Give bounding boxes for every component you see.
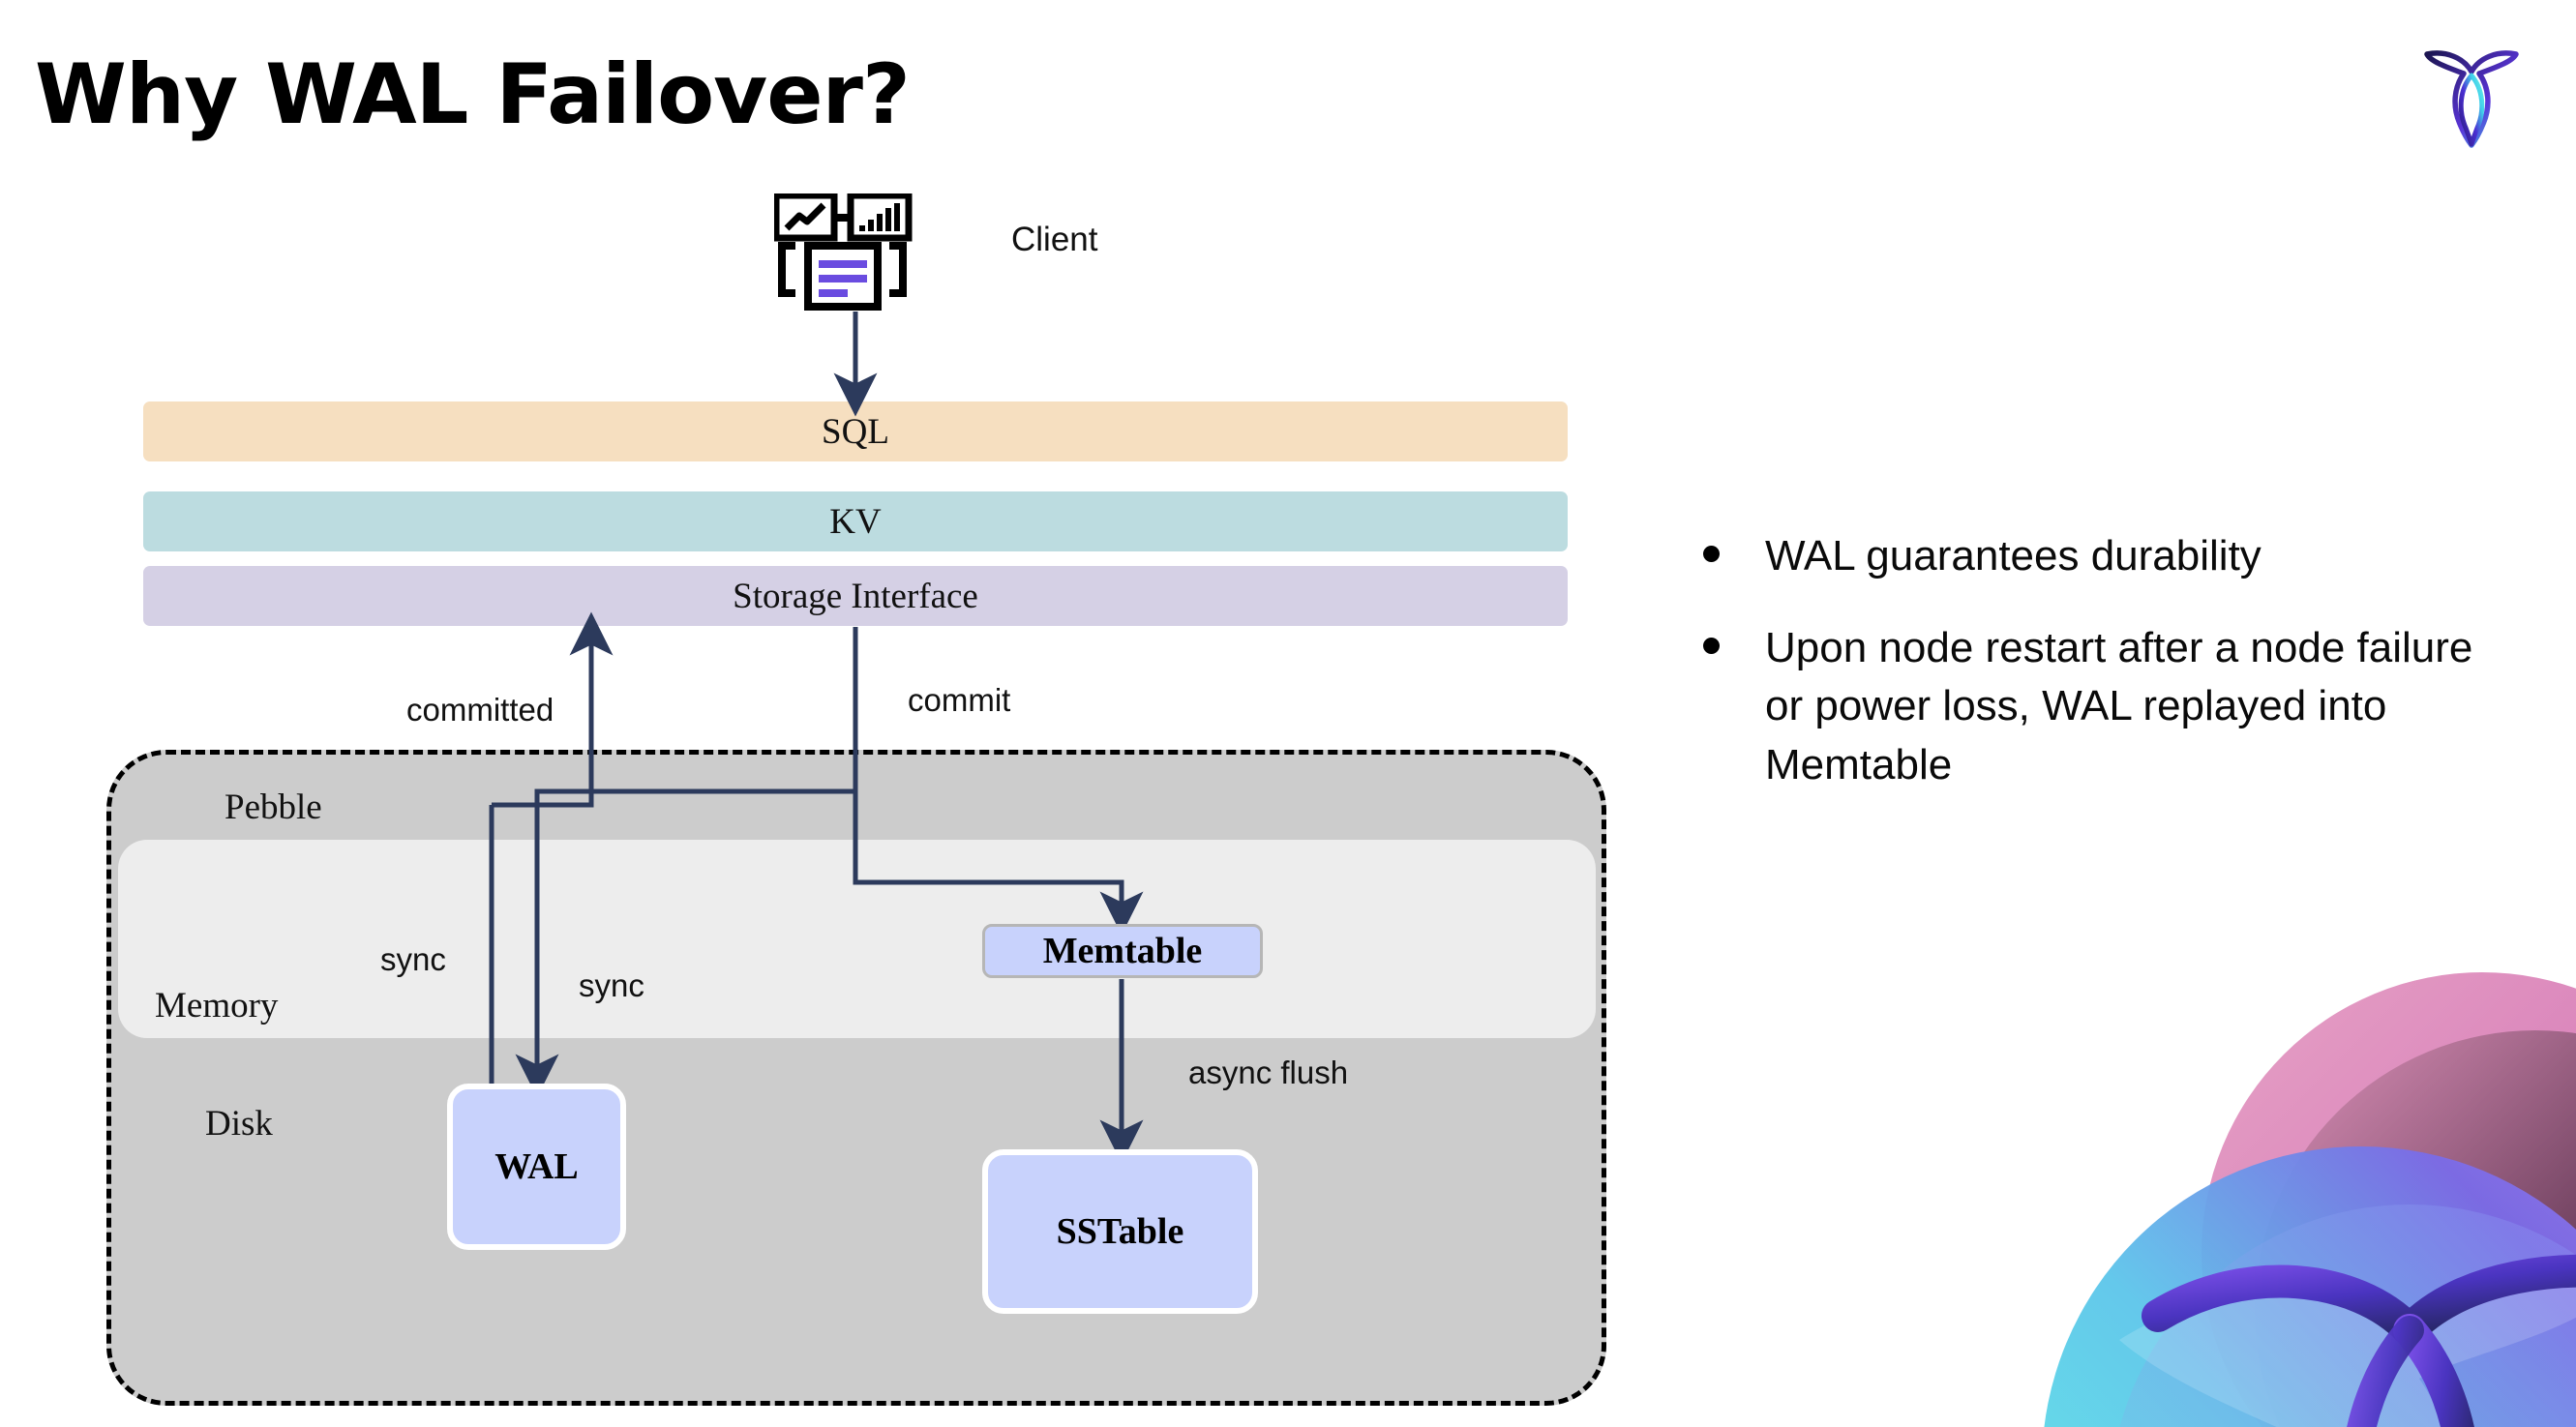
list-item: Upon node restart after a node failure o…: [1703, 619, 2516, 795]
pebble-label: Pebble: [225, 788, 322, 827]
edge-label-committed: committed: [406, 692, 554, 728]
bullet-text: Upon node restart after a node failure o…: [1765, 623, 2473, 789]
bullet-text: WAL guarantees durability: [1765, 532, 2261, 580]
layer-bar-kv: KV: [143, 491, 1568, 551]
memory-region: [118, 840, 1596, 1038]
node-label-sstable: SSTable: [1056, 1211, 1184, 1252]
cockroachdb-logo-icon: [2413, 33, 2530, 149]
edge-label-async-flush: async flush: [1188, 1055, 1349, 1090]
bullet-dot-icon: [1703, 546, 1720, 562]
edge-label-commit: commit: [908, 682, 1011, 718]
edge-label-sync-1: sync: [380, 941, 446, 977]
node-label-memtable: Memtable: [1042, 931, 1203, 971]
layer-label-kv: KV: [829, 501, 882, 542]
layer-label-sql: SQL: [822, 411, 889, 452]
layer-label-storage-interface: Storage Interface: [733, 576, 978, 616]
list-item: WAL guarantees durability: [1703, 527, 2516, 586]
node-memtable: Memtable: [982, 924, 1263, 978]
layer-bar-storage-interface: Storage Interface: [143, 566, 1568, 626]
client-label: Client: [1011, 221, 1098, 258]
page-title: Why WAL Failover?: [35, 46, 911, 143]
node-label-wal: WAL: [494, 1146, 579, 1187]
node-wal: WAL: [447, 1084, 626, 1250]
client-terminal-icon: [772, 192, 929, 314]
bullet-list: WAL guarantees durability Upon node rest…: [1703, 527, 2516, 828]
disk-label: Disk: [205, 1104, 273, 1144]
edge-label-sync-2: sync: [579, 967, 644, 1003]
decorative-brand-art: [1955, 924, 2576, 1427]
bullet-dot-icon: [1703, 637, 1720, 654]
layer-bar-sql: SQL: [143, 401, 1568, 461]
memory-label: Memory: [155, 986, 279, 1026]
node-sstable: SSTable: [982, 1149, 1258, 1314]
